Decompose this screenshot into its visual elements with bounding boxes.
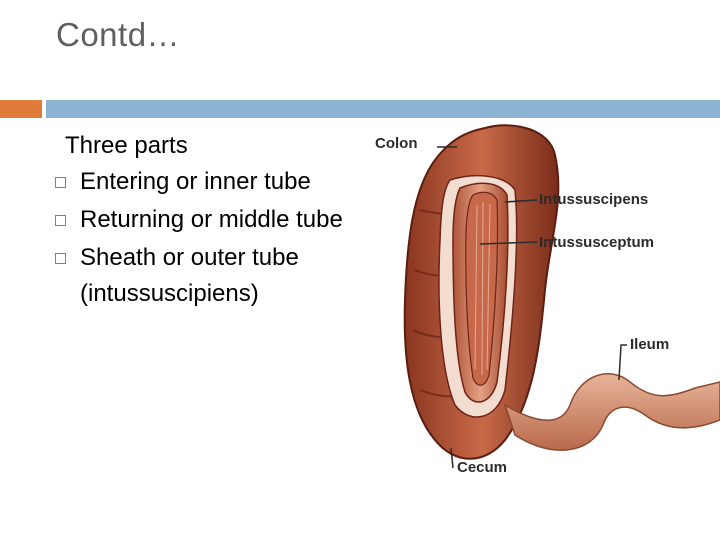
bullet-text: Returning or middle tube: [80, 206, 343, 233]
label-intussusceptum: Intussusceptum: [539, 234, 655, 251]
bullet-item: Entering or inner tube: [50, 164, 360, 200]
header-accent-blue: [46, 100, 720, 118]
bullet-item: Sheath or outer tube (intussuscipiens): [50, 240, 360, 312]
slide-body: Three parts Entering or inner tube Retur…: [50, 130, 360, 312]
slide-title: Contd…: [56, 16, 181, 53]
ileum-shape: [503, 373, 720, 451]
intussusception-illustration: Colon Intussuscipens Intussusceptum Ileu…: [365, 120, 720, 480]
intestine-diagram: [403, 124, 720, 469]
label-intussuscipens: Intussuscipens: [539, 191, 649, 208]
square-bullet-icon: [55, 177, 66, 188]
lead-text: Three parts: [65, 132, 188, 159]
label-colon: Colon: [375, 135, 418, 152]
square-bullet-icon: [55, 215, 66, 226]
label-ileum: Ileum: [630, 336, 670, 353]
header-accent-orange: [0, 100, 42, 118]
square-bullet-icon: [55, 253, 66, 264]
bullet-text: Entering or inner tube: [80, 168, 311, 195]
bullet-item: Returning or middle tube: [50, 202, 360, 238]
label-cecum: Cecum: [457, 459, 508, 476]
bullet-text: Sheath or outer tube (intussuscipiens): [80, 244, 299, 307]
